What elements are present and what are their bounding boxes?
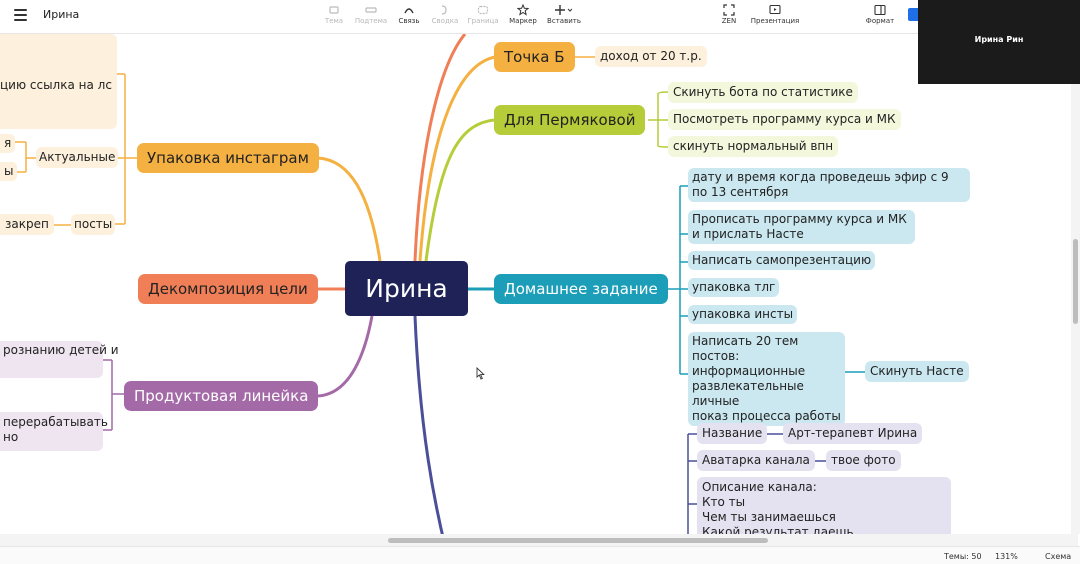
central-topic[interactable]: Ирина	[345, 261, 468, 316]
subtopic-skinut-naste[interactable]: Скинуть Насте	[865, 361, 969, 382]
tool-summary-button[interactable]: Сводка	[420, 3, 470, 26]
tool-link-button[interactable]: Связь	[384, 3, 434, 26]
boundary-icon	[477, 5, 489, 15]
branch-line-tochka-b-2	[418, 55, 496, 262]
topic-tochka-b[interactable]: Точка Б	[494, 42, 575, 72]
topic-permyakova[interactable]: Для Пермяковой	[494, 105, 646, 135]
subtopic-hw-insta[interactable]: упаковка инсты	[688, 305, 798, 324]
tool-marker-button[interactable]: Маркер	[498, 3, 548, 26]
subtopic-avatarka[interactable]: Аватарка канала	[697, 450, 815, 471]
connector-lineyka-group	[102, 359, 124, 431]
star-icon	[517, 4, 529, 16]
subtopic-hw-efir[interactable]: дату и время когда проведешь эфир с 9 по…	[688, 168, 970, 202]
tool-subtopic-button[interactable]: Подтема	[346, 3, 396, 26]
tool-insert-label: Вставить	[547, 17, 581, 25]
hw-posts-line-4: личные	[692, 394, 740, 408]
subtopic-hw-program[interactable]: Прописать программу курса и МК и прислат…	[688, 210, 915, 244]
tool-boundary-label: Граница	[467, 17, 499, 25]
subtopic-fragment-ya[interactable]: я	[0, 134, 16, 153]
subtopic-hw-posts[interactable]: Написать 20 тем постов: информационные р…	[688, 332, 845, 426]
subtopic-posty[interactable]: посты	[71, 214, 116, 235]
topic-homework[interactable]: Домашнее задание	[494, 274, 668, 304]
vertical-scroll-thumb[interactable]	[1073, 239, 1078, 324]
hw-posts-line-2: информационные	[692, 364, 806, 378]
topic-lineyka[interactable]: Продуктовая линейка	[124, 381, 319, 411]
tool-presentation-label: Презентация	[750, 17, 800, 25]
connector-perm-group	[648, 91, 669, 148]
tool-link-label: Связь	[398, 17, 420, 25]
lineyka-2-line-1: перерабатывать	[3, 415, 108, 429]
play-screen-icon	[769, 4, 781, 15]
topic-dekompoziciya[interactable]: Декомпозиция цели	[138, 274, 318, 304]
tool-format-button[interactable]: Формат	[855, 3, 905, 26]
horizontal-scroll-thumb[interactable]	[388, 538, 768, 543]
vertical-scrollbar[interactable]	[1071, 84, 1080, 534]
subtopic-art-therapist[interactable]: Арт-терапевт Ирина	[783, 423, 923, 444]
summary-icon	[441, 5, 447, 15]
connector-aktualnye-group	[14, 141, 36, 173]
subtopic-foto[interactable]: твое фото	[826, 450, 901, 471]
branch-line-tochka-b	[413, 34, 467, 262]
connector-homework-group	[668, 185, 688, 375]
video-call-tile: Ирина Рин	[918, 0, 1080, 84]
subtopic-hw-selfpresentation[interactable]: Написать самопрезентацию	[688, 251, 876, 270]
topic-instagram[interactable]: Упаковка инстаграм	[137, 143, 319, 173]
participant-name: Ирина Рин	[974, 35, 1024, 44]
subtopic-nazvanie[interactable]: Название	[697, 423, 768, 444]
tool-presentation-button[interactable]: Презентация	[749, 3, 801, 26]
tool-subtopic-label: Подтема	[354, 17, 388, 25]
subtopic-lineyka-2[interactable]: перерабатывать но	[0, 412, 108, 451]
horizontal-scrollbar[interactable]	[0, 534, 1078, 546]
mindmap-connections	[14, 34, 866, 546]
zoom-level[interactable]: 131%	[995, 552, 1018, 561]
branch-line-instagram	[317, 156, 382, 262]
tool-marker-label: Маркер	[509, 17, 537, 25]
connector-channel-group	[687, 433, 826, 546]
tool-zen-button[interactable]: ZEN	[704, 3, 754, 26]
topics-count: Темы: 50	[944, 552, 982, 561]
tool-insert-button[interactable]: Вставить	[539, 3, 589, 26]
mindmap-canvas[interactable]: Ирина Точка Б доход от 20 т.р. Для Пермя…	[0, 34, 1080, 546]
tool-topic-label: Тема	[324, 17, 344, 25]
plus-dropdown-icon	[555, 5, 573, 15]
subtopic-aktualnye[interactable]: Актуальные	[36, 147, 119, 168]
description-line-2: Кто ты	[702, 495, 746, 509]
branch-line-channel	[413, 315, 447, 546]
tool-topic-button[interactable]: Тема	[309, 3, 359, 26]
hw-posts-line-1: Написать 20 тем постов:	[692, 334, 799, 363]
mouse-cursor-icon	[476, 367, 485, 380]
branch-line-lineyka	[317, 315, 374, 398]
subtopic-perm-program[interactable]: Посмотреть программу курса и МК	[668, 109, 901, 130]
tool-summary-label: Сводка	[431, 17, 459, 25]
hw-posts-line-5: показ процесса работы	[692, 409, 841, 423]
document-title: Ирина	[43, 8, 80, 21]
status-bar: Темы: 50 131% Схема	[0, 546, 1080, 564]
tool-zen-label: ZEN	[721, 17, 737, 25]
subtopic-ssylka[interactable]: цию ссылка на лс	[0, 34, 117, 129]
subtopic-dohod[interactable]: доход от 20 т.р.	[595, 46, 707, 67]
description-line-1: Описание канала:	[702, 480, 817, 494]
tool-boundary-button[interactable]: Граница	[458, 3, 508, 26]
subtopic-icon	[365, 7, 377, 13]
subtopic-zakrep[interactable]: закреп	[0, 214, 54, 235]
branch-line-permyakova	[424, 118, 495, 262]
subtopic-lineyka-1[interactable]: рознанию детей и	[0, 341, 119, 378]
view-mode[interactable]: Схема	[1045, 552, 1072, 561]
tool-format-label: Формат	[865, 17, 895, 25]
fullscreen-icon	[723, 4, 735, 16]
description-line-3: Чем ты занимаешься	[702, 510, 836, 524]
format-panel-icon	[874, 4, 886, 16]
subtopic-fragment-y[interactable]: ы	[0, 162, 18, 181]
subtopic-hw-tlg[interactable]: упаковка тлг	[688, 278, 780, 297]
topic-icon	[329, 6, 339, 14]
subtopic-perm-bot[interactable]: Скинуть бота по статистике	[668, 82, 858, 103]
subtopic-perm-vpn[interactable]: скинуть нормальный впн	[668, 136, 839, 157]
share-button[interactable]	[908, 8, 920, 21]
relationship-icon	[404, 8, 414, 14]
connector-instagram-group	[115, 73, 137, 225]
hw-posts-line-3: развлекательные	[692, 379, 804, 393]
toolbar: Ирина Тема Подтема Связь Сводка Граница …	[0, 0, 1080, 34]
lineyka-2-line-2: но	[3, 430, 19, 444]
hamburger-menu-icon[interactable]	[14, 9, 27, 21]
